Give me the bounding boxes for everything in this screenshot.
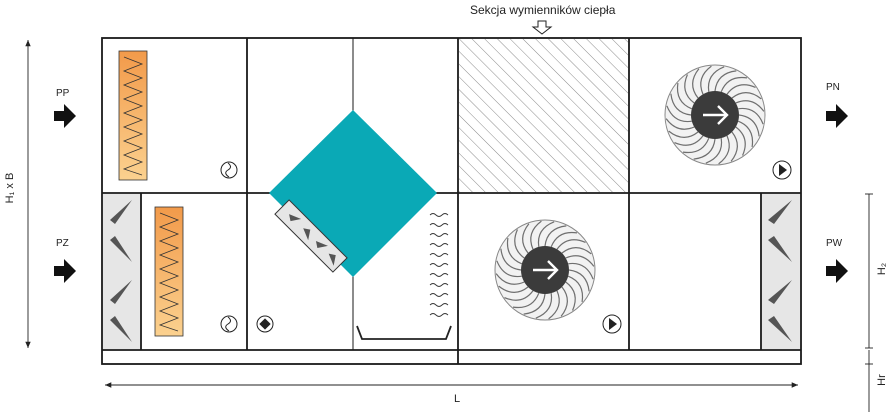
motor-symbol-icon <box>256 315 274 333</box>
damper-blade-icon <box>315 240 328 249</box>
damper-blade-icon <box>768 236 792 262</box>
damper-blade-icon <box>110 316 132 342</box>
damper-blade-icon <box>289 214 302 222</box>
fan-icon <box>664 64 766 166</box>
dimension-h1-b: H₁ x B <box>4 172 16 204</box>
stream-label-pz: PZ <box>56 238 69 249</box>
heater-coil-icon <box>158 212 180 332</box>
damper-blade-icon <box>303 228 311 241</box>
damper-blade-icon <box>110 200 132 224</box>
arrow-right-icon <box>54 259 76 283</box>
dimension-lines <box>25 40 873 412</box>
arrow-right-icon <box>826 104 848 128</box>
arrow-right-icon <box>54 104 76 128</box>
damper-right <box>762 194 800 349</box>
rotor-damper-panel <box>274 199 348 273</box>
housing <box>101 37 802 365</box>
stream-label-pw: PW <box>826 238 843 249</box>
drain-pan <box>356 325 452 340</box>
heater-bottom <box>154 206 184 337</box>
filter-symbol-icon <box>220 161 238 179</box>
damper-blade-icon <box>110 280 132 304</box>
heater-coil-icon <box>122 56 144 176</box>
damper-blade-icon <box>768 316 792 342</box>
section-marker-arrow <box>531 20 553 35</box>
arrow-right-icon <box>826 259 848 283</box>
heat-exchanger-hatch <box>459 39 628 192</box>
dimension-l: L <box>454 393 461 405</box>
damper-blade-icon <box>110 236 132 262</box>
droplet-eliminator-icon <box>429 213 449 317</box>
heater-top <box>118 50 148 181</box>
damper-blade-icon <box>328 253 336 266</box>
stream-label-pn: PN <box>826 82 840 93</box>
dimension-h2: H₂ <box>876 262 888 276</box>
stream-label-pp: PP <box>56 88 70 99</box>
section-title: Sekcja wymienników ciepła <box>470 3 616 17</box>
fan-icon <box>494 219 596 321</box>
dimension-hr: Hr <box>876 374 888 386</box>
filter-symbol-icon <box>220 315 238 333</box>
damper-left <box>103 194 140 349</box>
damper-blade-icon <box>768 280 792 304</box>
play-symbol-icon <box>602 314 622 334</box>
rotary-exchanger <box>269 110 437 277</box>
play-symbol-icon <box>772 160 792 180</box>
damper-blade-icon <box>768 200 792 224</box>
